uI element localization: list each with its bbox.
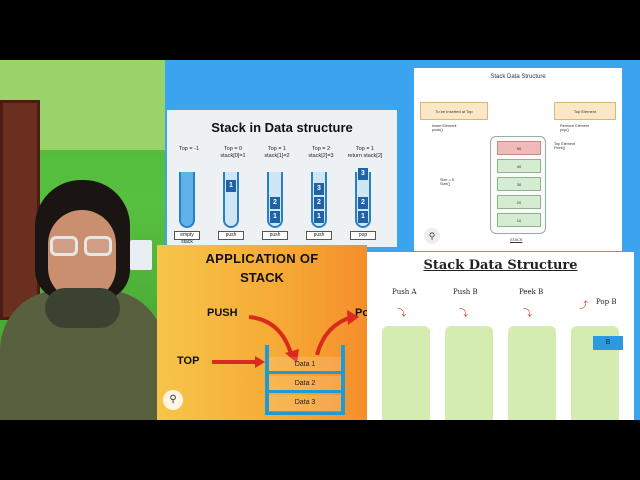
stack-block: 2 (314, 197, 324, 209)
stack-block: 1 (270, 211, 280, 223)
stack-container: 50 40 30 20 10 (490, 136, 546, 234)
column-header: Top = -1 (178, 146, 200, 152)
stack-block: 3 (314, 183, 324, 195)
stack-diagram-panel: Stack Data Structure To be Inserted at T… (414, 68, 622, 251)
letterbox-bottom (0, 420, 640, 480)
curved-arrow-icon: ⤴ (579, 300, 589, 310)
stack-tube: 3 2 1 (311, 172, 327, 228)
curved-arrow-icon: ⤵ (523, 308, 533, 318)
stack-tube (179, 172, 195, 228)
column-header: Top = 1 return stack[2] (347, 146, 383, 159)
pop-label: Po (355, 307, 367, 319)
stack-block: 2 (358, 197, 368, 209)
application-of-stack-panel: APPLICATION OF STACK PUSH Po TOP Data 1 … (157, 245, 367, 420)
app-title-line2: STACK (240, 270, 284, 285)
insert-box: To be Inserted at Top (420, 102, 488, 120)
presenter-photo (0, 60, 165, 420)
card-label: Push B (453, 288, 478, 296)
curved-arrow-icon: ⤵ (459, 308, 469, 318)
column-caption: pop (350, 231, 376, 240)
card-label: Push A (392, 288, 417, 296)
zoom-lens-icon[interactable]: ⚲ (163, 390, 183, 410)
peek-label: Top Element Peek() (554, 142, 576, 150)
top-element-box: Top Element (554, 102, 616, 120)
letterbox-top (0, 0, 640, 60)
column-header: Top = 1 stack[1]=2 (264, 146, 290, 159)
diagram-title: Stack Data Structure (490, 74, 546, 80)
stack-card (445, 326, 493, 420)
stack-bucket: Data 1 Data 2 Data 3 (265, 345, 345, 415)
data-row: Data 2 (269, 376, 341, 393)
app-title-line1: APPLICATION OF (205, 251, 319, 266)
column-header: Top = 2 stack[2]=3 (308, 146, 334, 159)
stack-cell: 40 (497, 159, 541, 173)
video-frame[interactable]: Stack in Data structure Top = -1 Top = 0… (0, 60, 640, 420)
stack-cards-panel: Stack Data Structure Push A Push B Peek … (367, 252, 634, 420)
column-caption: push (218, 231, 244, 240)
stack-card (382, 326, 430, 420)
stack-footer: STACK (510, 238, 523, 242)
column-caption: push (306, 231, 332, 240)
remove-label: Remove Element pop() (560, 124, 590, 132)
stack-tube: 1 (223, 172, 239, 228)
stack-block: 1 (314, 211, 324, 223)
cards-title: Stack Data Structure (423, 258, 578, 273)
block-b: B (593, 336, 623, 350)
stack-card (508, 326, 556, 420)
data-row: Data 3 (269, 395, 341, 412)
stack-cell: 10 (497, 213, 541, 227)
stack-cell: 20 (497, 195, 541, 209)
size-label: Size = 5 Size() (440, 178, 454, 186)
zoom-lens-icon[interactable]: ⚲ (424, 228, 440, 244)
column-caption: empty stack (174, 231, 200, 245)
stack-tube: 3 2 1 (355, 168, 371, 228)
arrows-icon (212, 310, 359, 368)
stack-tube: 2 1 (267, 172, 283, 228)
stack-cell: 50 (497, 141, 541, 155)
column-header: Top = 0 stack[0]=1 (220, 146, 246, 159)
curved-arrow-icon: ⤵ (397, 308, 407, 318)
top-label: TOP (177, 355, 200, 367)
card-label: Peek B (519, 288, 544, 296)
stack-block: 2 (270, 197, 280, 209)
card-label: Pop B (596, 298, 617, 306)
stack-block: 1 (358, 211, 368, 223)
panel-title: Stack in Data structure (211, 120, 353, 135)
stack-block: 1 (226, 180, 236, 192)
column-caption: push (262, 231, 288, 240)
insert-label: Insert Element push() (432, 124, 457, 132)
data-row: Data 1 (269, 357, 341, 374)
stack-cell: 30 (497, 177, 541, 191)
push-label: PUSH (207, 307, 238, 319)
stack-block: 3 (358, 168, 368, 180)
stack-in-data-structure-panel: Stack in Data structure Top = -1 Top = 0… (167, 110, 397, 247)
